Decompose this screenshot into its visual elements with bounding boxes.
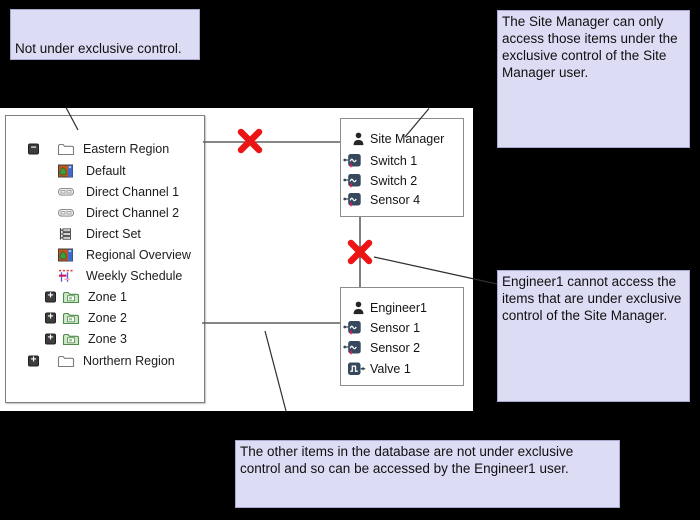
tree-item-default[interactable]: Default (6, 161, 204, 181)
user-row-site-manager: Site Manager (341, 129, 463, 149)
item-row-switch-2: Switch 2 (341, 171, 463, 191)
tree-item-label: Default (86, 164, 126, 178)
item-row-sensor-1: Sensor 1 (341, 318, 463, 338)
note-not-under-exclusive-control: Not under exclusive control. (10, 9, 200, 60)
expand-icon[interactable] (28, 355, 39, 367)
collapse-icon[interactable] (28, 143, 39, 155)
item-label: Valve 1 (370, 362, 411, 376)
tree-item-weekly-schedule[interactable]: Weekly Schedule (6, 266, 204, 286)
display-icon (58, 164, 73, 178)
tree-item-label: Zone 2 (88, 311, 127, 325)
schedule-icon (58, 269, 73, 283)
item-row-switch-1: Switch 1 (341, 151, 463, 171)
direct-set-icon (58, 227, 72, 241)
engineer1-group-box: Engineer1 Sensor 1 Sensor 2 Valve 1 (340, 287, 464, 386)
item-label: Sensor 2 (370, 341, 421, 355)
item-label: Switch 1 (370, 154, 418, 168)
item-label: Switch 2 (370, 174, 418, 188)
zone-folder-icon (62, 311, 80, 325)
tree-item-label: Regional Overview (86, 248, 191, 262)
tree-item-regional-overview[interactable]: Regional Overview (6, 245, 204, 265)
item-row-valve-1: Valve 1 (341, 359, 463, 379)
tree-item-northern-region[interactable]: Northern Region (6, 351, 204, 371)
note-text: The other items in the database are not … (240, 444, 574, 476)
point-icon (343, 173, 362, 190)
point-icon (343, 340, 362, 357)
expand-icon[interactable] (45, 312, 56, 324)
expand-icon[interactable] (45, 291, 56, 303)
tree-item-label: Weekly Schedule (86, 269, 183, 283)
tree-item-direct-channel-1[interactable]: Direct Channel 1 (6, 182, 204, 202)
note-engineer1-cannot-access: Engineer1 cannot access the items that a… (497, 270, 690, 402)
note-text: Not under exclusive control. (15, 41, 182, 56)
folder-icon (57, 142, 75, 156)
folder-icon (57, 354, 75, 368)
tree-item-label: Zone 1 (88, 290, 127, 304)
tree-item-label: Direct Channel 1 (86, 185, 180, 199)
expand-icon[interactable] (45, 333, 56, 345)
tree-item-direct-set[interactable]: Direct Set (6, 224, 204, 244)
display-icon (58, 248, 73, 262)
channel-icon (58, 209, 74, 218)
zone-folder-icon (62, 290, 80, 304)
tree-item-label: Northern Region (83, 354, 175, 368)
tree-item-label: Direct Set (86, 227, 141, 241)
point-icon (343, 192, 362, 209)
user-name-label: Site Manager (370, 132, 445, 146)
note-text: Engineer1 cannot access the items that a… (502, 274, 682, 323)
item-row-sensor-4: Sensor 4 (341, 190, 463, 210)
item-label: Sensor 4 (370, 193, 421, 207)
item-row-sensor-2: Sensor 2 (341, 338, 463, 358)
user-icon (352, 301, 365, 316)
item-label: Sensor 1 (370, 321, 421, 335)
point-icon (343, 153, 362, 170)
tree-item-label: Direct Channel 2 (86, 206, 180, 220)
note-other-items-accessible: The other items in the database are not … (235, 440, 620, 508)
valve-icon (347, 361, 367, 377)
database-tree-panel: Eastern Region Default Direct Channel 1 … (5, 115, 205, 403)
tree-item-label: Zone 3 (88, 332, 127, 346)
user-row-engineer1: Engineer1 (341, 298, 463, 318)
tree-item-label: Eastern Region (83, 142, 170, 156)
note-site-manager-access: The Site Manager can only access those i… (497, 10, 690, 148)
zone-folder-icon (62, 332, 80, 346)
tree-item-zone-3[interactable]: Zone 3 (6, 329, 204, 349)
tree-item-zone-1[interactable]: Zone 1 (6, 287, 204, 307)
tree-item-zone-2[interactable]: Zone 2 (6, 308, 204, 328)
point-icon (343, 320, 362, 337)
user-icon (352, 132, 365, 147)
note-text: The Site Manager can only access those i… (502, 14, 678, 80)
tree-item-eastern-region[interactable]: Eastern Region (6, 139, 204, 159)
site-manager-group-box: Site Manager Switch 1 Switch 2 Sensor 4 (340, 118, 464, 217)
channel-icon (58, 188, 74, 197)
tree-item-direct-channel-2[interactable]: Direct Channel 2 (6, 203, 204, 223)
user-name-label: Engineer1 (370, 301, 427, 315)
